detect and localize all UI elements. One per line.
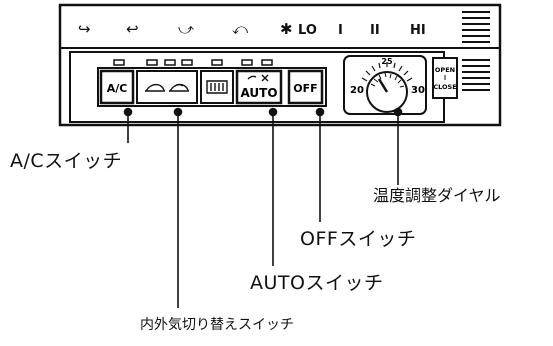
dial-housing [343,55,427,115]
vent-grille [462,11,490,91]
dial-mark-30: 30 [411,85,425,96]
mode-bilevel-icon: ↩ [126,20,139,38]
recirc-button[interactable] [136,70,198,104]
dial-knurl [370,72,405,88]
fan-speed-lo: LO [298,23,317,38]
fan-speed-2: II [370,23,380,38]
rear-defrost-button[interactable] [200,70,234,104]
fan-icon: ✱ [280,20,293,38]
off-button[interactable]: OFF [287,69,324,105]
auto-fan-icon [247,74,269,82]
auto-switch-label: AUTOスイッチ [250,272,384,294]
fan-speed-labels: LO I II HI [298,23,426,38]
recirc-icon [145,83,189,92]
fan-speed-hi: HI [410,23,426,38]
rear-defrost-icon [206,80,228,94]
recirc-switch-label: 内外気切り替えスイッチ [140,317,294,333]
dial-pointer [377,78,389,93]
off-switch-label: OFFスイッチ [300,228,417,250]
off-button-label: OFF [293,82,317,95]
auto-button-label: AUTO [240,86,277,100]
close-label: CLOSE [433,83,456,91]
panel-outline [58,3,502,127]
mode-icons: ↪ ↩ ⤻ ⤺ ✱ [78,20,293,38]
auto-button[interactable]: AUTO [235,69,283,105]
open-close-button[interactable]: OPEN CLOSE [432,57,458,99]
mode-defrost-foot-icon: ⤺ [232,20,248,38]
mode-face-icon: ↪ [78,20,91,38]
ac-button-label: A/C [107,82,128,95]
dial-ticks [361,62,413,82]
fan-speed-1: I [338,23,343,38]
dial-mark-20: 20 [350,85,364,96]
open-label: OPEN [435,66,455,74]
ac-button[interactable]: A/C [99,69,135,105]
dial-mark-25: 25 [381,57,393,66]
mode-foot-icon: ⤻ [178,20,194,38]
indicator-lamps [113,59,273,66]
button-cluster-frame [97,67,327,107]
ac-switch-label: A/Cスイッチ [10,150,123,172]
temp-dial-label: 温度調整ダイヤル [373,186,501,205]
leader-lines [123,107,403,308]
